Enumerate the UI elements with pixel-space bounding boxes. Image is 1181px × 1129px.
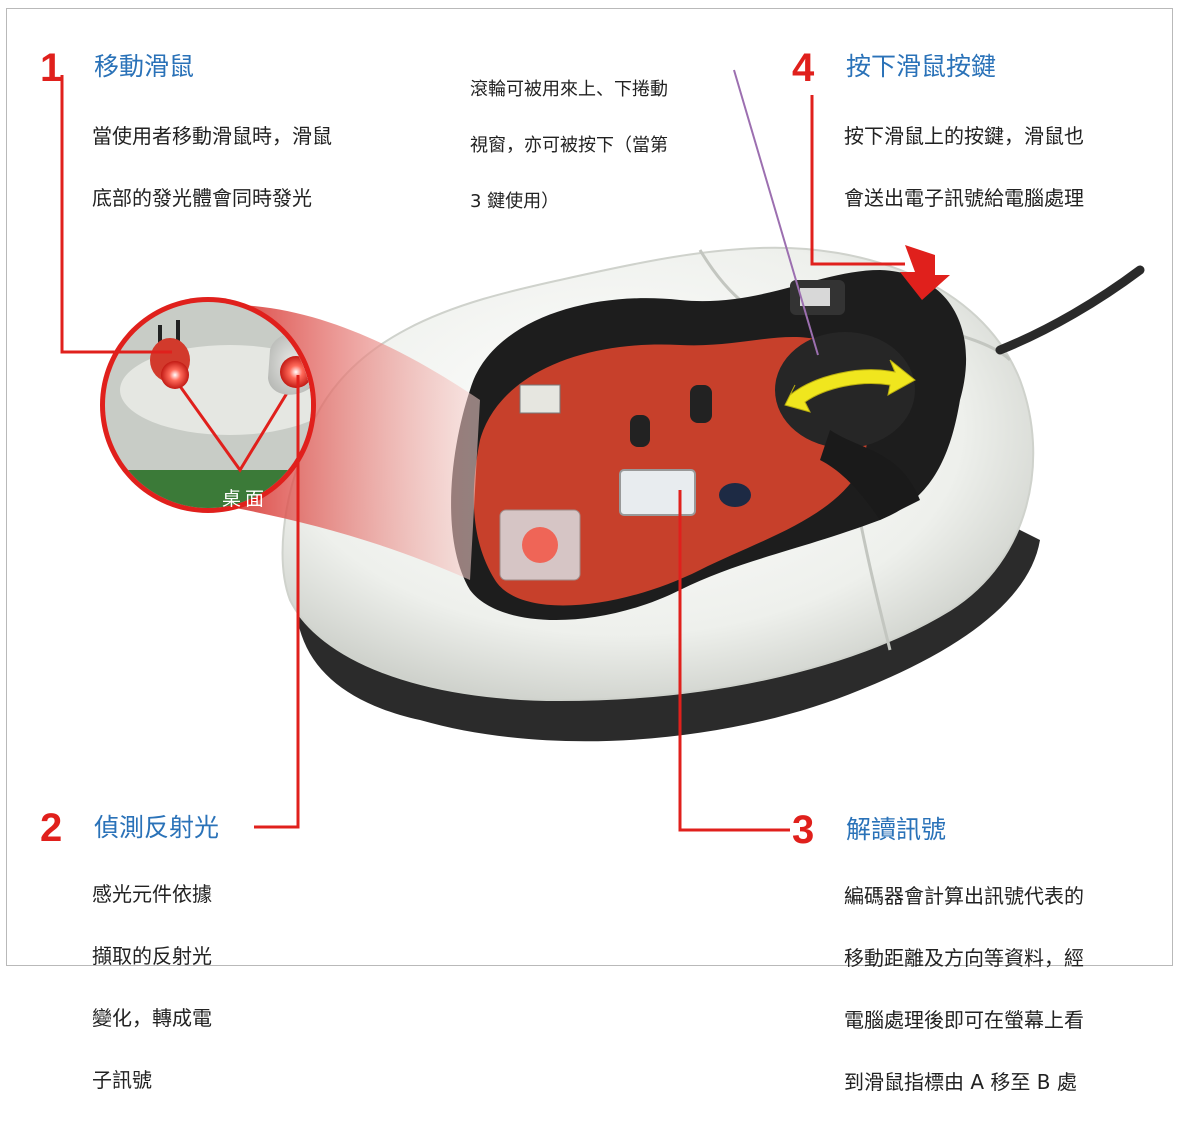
- step-desc-3-line: 電腦處理後即可在螢幕上看: [844, 1008, 1084, 1032]
- step-title-1: 移動滑鼠: [94, 52, 195, 81]
- step-desc-3: 編碼器會計算出訊號代表的 移動距離及方向等資料，經 電腦處理後即可在螢幕上看 到…: [844, 850, 1084, 1129]
- step-desc-3-line: 移動距離及方向等資料，經: [844, 946, 1084, 970]
- mouse-cable: [995, 265, 1145, 355]
- leader-line-4: [810, 95, 905, 266]
- wheel-note-line: 視窗，亦可被按下（當第: [470, 135, 668, 156]
- step-desc-2: 感光元件依據 擷取的反射光 變化，轉成電 子訊號: [92, 848, 212, 1127]
- step-number-3: 3: [792, 808, 815, 852]
- step-desc-2-line: 擷取的反射光: [92, 944, 212, 968]
- leader-line-3: [678, 490, 790, 832]
- step-desc-3-line: 編碼器會計算出訊號代表的: [844, 884, 1084, 908]
- desk-label: 桌面: [222, 488, 269, 510]
- step-desc-2-line: 變化，轉成電: [92, 1006, 212, 1030]
- step-number-2: 2: [40, 806, 63, 850]
- step-number-1: 1: [40, 46, 63, 90]
- lens-component: [619, 469, 696, 516]
- leader-line-wheel: [733, 69, 819, 356]
- step-desc-4: 按下滑鼠上的按鍵，滑鼠也 會送出電子訊號給電腦處理: [844, 90, 1084, 245]
- step-title-2: 偵測反射光: [94, 813, 220, 842]
- figure-frame: [6, 8, 1173, 966]
- wheel-note-line: 3 鍵使用）: [470, 191, 560, 212]
- step-title-3: 解讀訊號: [846, 815, 947, 844]
- step-desc-1-line: 當使用者移動滑鼠時，滑鼠: [92, 124, 332, 148]
- step-desc-2-line: 感光元件依據: [92, 882, 212, 906]
- step-desc-2-line: 子訊號: [92, 1068, 152, 1092]
- scroll-wheel: [775, 332, 915, 448]
- wheel-note-line: 滾輪可被用來上、下捲動: [470, 79, 668, 100]
- step-desc-4-line: 會送出電子訊號給電腦處理: [844, 186, 1084, 210]
- step-number-4: 4: [792, 46, 815, 90]
- scroll-direction-arrow: [784, 359, 916, 413]
- click-arrow: [900, 245, 950, 300]
- wheel-note: 滾輪可被用來上、下捲動 視窗，亦可被按下（當第 3 鍵使用）: [470, 48, 668, 244]
- leader-line-2: [254, 375, 300, 829]
- step-desc-1: 當使用者移動滑鼠時，滑鼠 底部的發光體會同時發光: [92, 90, 332, 245]
- leader-line-1: [60, 75, 172, 354]
- step-desc-1-line: 底部的發光體會同時發光: [92, 186, 312, 210]
- step-title-4: 按下滑鼠按鍵: [846, 52, 997, 81]
- mouse-illustration: [60, 69, 1145, 832]
- step-desc-3-line: 到滑鼠指標由 A 移至 B 處: [844, 1070, 1077, 1094]
- step-desc-4-line: 按下滑鼠上的按鍵，滑鼠也: [844, 124, 1084, 148]
